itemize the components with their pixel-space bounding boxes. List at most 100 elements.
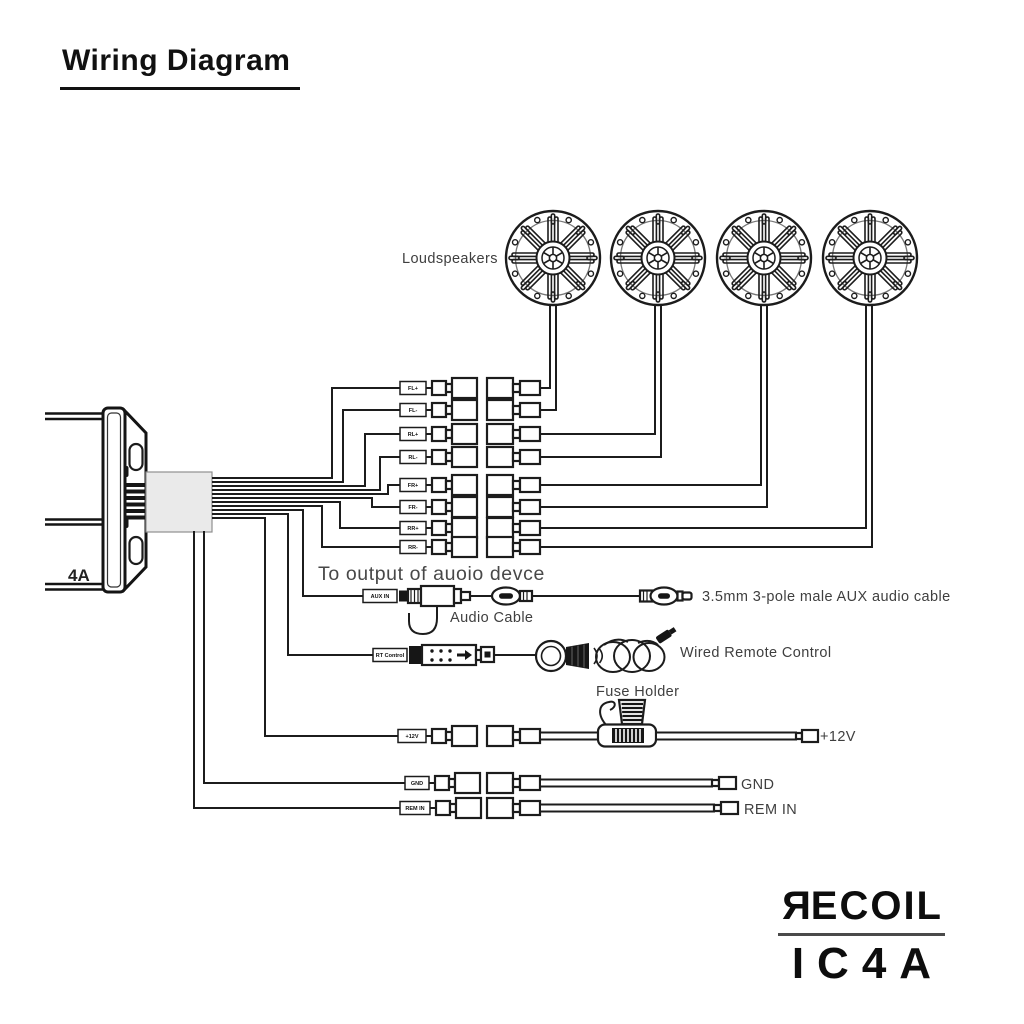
lower-connectors: AUX IN RT Control +12V GND REM IN bbox=[362, 588, 542, 820]
aux-plug-body bbox=[419, 584, 456, 608]
male-connector bbox=[426, 422, 479, 446]
wire-tag: FL- bbox=[399, 402, 427, 418]
speaker-wire-row: FR+ bbox=[212, 306, 762, 497]
ground-label: GND bbox=[741, 777, 774, 793]
female-connector bbox=[485, 495, 542, 519]
speaker-wire-row: RR- bbox=[212, 306, 873, 559]
male-connector bbox=[429, 771, 482, 795]
remote-in-label: REM IN bbox=[744, 802, 797, 818]
wire-tag: FR- bbox=[399, 499, 427, 515]
amplifier-device: 4A bbox=[45, 406, 213, 594]
remote-in-terminal bbox=[719, 800, 740, 816]
wire-bundle-sleeve bbox=[145, 471, 213, 533]
remote-jack-tip bbox=[656, 627, 677, 644]
male-connector bbox=[426, 398, 479, 422]
speaker-wire-rows: FL+ FL- RL+ RL- FR+ FR- RR+ RR- bbox=[212, 306, 873, 559]
svg-text:FL-: FL- bbox=[409, 408, 418, 414]
wire-tag: RL- bbox=[399, 449, 427, 465]
power-lead-wire bbox=[212, 517, 398, 737]
speaker-wire-row: FR- bbox=[212, 306, 768, 519]
wire-tag: RT Control bbox=[372, 647, 408, 663]
power-label: +12V bbox=[820, 729, 856, 745]
female-connector bbox=[485, 445, 542, 469]
brand-rest: ECOIL bbox=[810, 884, 943, 928]
aux-audio-cable bbox=[399, 584, 693, 636]
wire-tag: REM IN bbox=[399, 800, 431, 816]
device-model-text: 4A bbox=[68, 566, 90, 585]
aux-cable-label: 3.5mm 3-pole male AUX audio cable bbox=[702, 589, 951, 605]
page-title: Wiring Diagram bbox=[60, 44, 301, 90]
female-connector bbox=[485, 398, 542, 422]
brand-logo: RECOIL IC4A bbox=[777, 884, 945, 986]
female-connector bbox=[485, 516, 542, 540]
model-name: IC4A bbox=[791, 939, 945, 988]
fuse-holder bbox=[596, 698, 658, 748]
female-connector bbox=[485, 376, 542, 400]
svg-text:RT Control: RT Control bbox=[376, 653, 405, 659]
brand-mark-letter: R bbox=[779, 884, 811, 928]
speaker-wire-row: RL+ bbox=[212, 306, 656, 487]
amp-slot bbox=[128, 535, 144, 566]
svg-text:RL+: RL+ bbox=[408, 432, 419, 438]
loudspeaker bbox=[821, 209, 919, 307]
wire-tag: GND bbox=[404, 775, 430, 791]
remote-in-lead-wire bbox=[193, 531, 400, 809]
loudspeaker bbox=[609, 209, 707, 307]
amp-front-panel bbox=[101, 406, 127, 594]
ground-wire bbox=[539, 775, 738, 791]
female-connector bbox=[485, 422, 542, 446]
female-connector bbox=[485, 771, 542, 795]
ground-lead-wire bbox=[203, 531, 405, 784]
wire-tag: FL+ bbox=[399, 380, 427, 396]
power-terminal bbox=[800, 728, 820, 744]
svg-text:+12V: +12V bbox=[406, 734, 419, 740]
brand-wordmark: RECOIL bbox=[777, 884, 945, 936]
remote-knob bbox=[534, 639, 568, 673]
male-connector bbox=[426, 376, 479, 400]
loudspeaker bbox=[715, 209, 813, 307]
fuse-clip bbox=[599, 700, 616, 727]
svg-text:AUX IN: AUX IN bbox=[371, 594, 390, 600]
remote-cable-coil bbox=[595, 638, 666, 673]
svg-text:RR-: RR- bbox=[408, 545, 418, 551]
svg-text:REM IN: REM IN bbox=[405, 806, 424, 812]
amp-slot bbox=[128, 442, 144, 472]
wire-tag: RL+ bbox=[399, 426, 427, 442]
remote-lead-wire bbox=[212, 513, 373, 656]
audio-source-note: To output of auoio devce bbox=[318, 563, 545, 585]
wired-remote-label: Wired Remote Control bbox=[680, 645, 831, 661]
wire-tag: FR+ bbox=[399, 477, 427, 493]
wire-tag: AUX IN bbox=[362, 588, 398, 604]
aux-jack-tip bbox=[681, 591, 693, 601]
wire-tag: +12V bbox=[397, 728, 427, 744]
wired-remote-control bbox=[409, 627, 677, 673]
wire-tag: RR+ bbox=[399, 520, 427, 536]
loudspeaker bbox=[504, 209, 602, 307]
page-title-text: Wiring Diagram bbox=[62, 44, 291, 77]
female-connector bbox=[485, 796, 542, 820]
speaker-wire-row: RR+ bbox=[212, 306, 867, 540]
power-wire bbox=[539, 698, 820, 748]
female-connector bbox=[485, 535, 542, 559]
svg-text:GND: GND bbox=[411, 781, 423, 787]
remote-in-wire bbox=[539, 800, 740, 816]
speaker-wire-row: FL+ bbox=[212, 306, 551, 479]
aux-lead-wire bbox=[212, 509, 363, 597]
svg-text:FR-: FR- bbox=[408, 505, 417, 511]
harness-leads bbox=[193, 509, 405, 809]
male-connector bbox=[426, 535, 479, 559]
loudspeakers-label: Loudspeakers bbox=[402, 251, 498, 267]
svg-text:RL-: RL- bbox=[408, 455, 417, 461]
wire-tag: RR- bbox=[399, 539, 427, 555]
female-connector bbox=[485, 724, 542, 748]
speaker-wire-row: RL- bbox=[212, 306, 662, 491]
fuse-holder-label: Fuse Holder bbox=[596, 684, 679, 700]
female-connector bbox=[485, 473, 542, 497]
male-connector bbox=[426, 516, 479, 540]
male-connector bbox=[426, 473, 479, 497]
svg-text:FL+: FL+ bbox=[408, 386, 418, 392]
svg-text:FR+: FR+ bbox=[408, 483, 419, 489]
speaker-wire-row: FL- bbox=[212, 306, 557, 483]
